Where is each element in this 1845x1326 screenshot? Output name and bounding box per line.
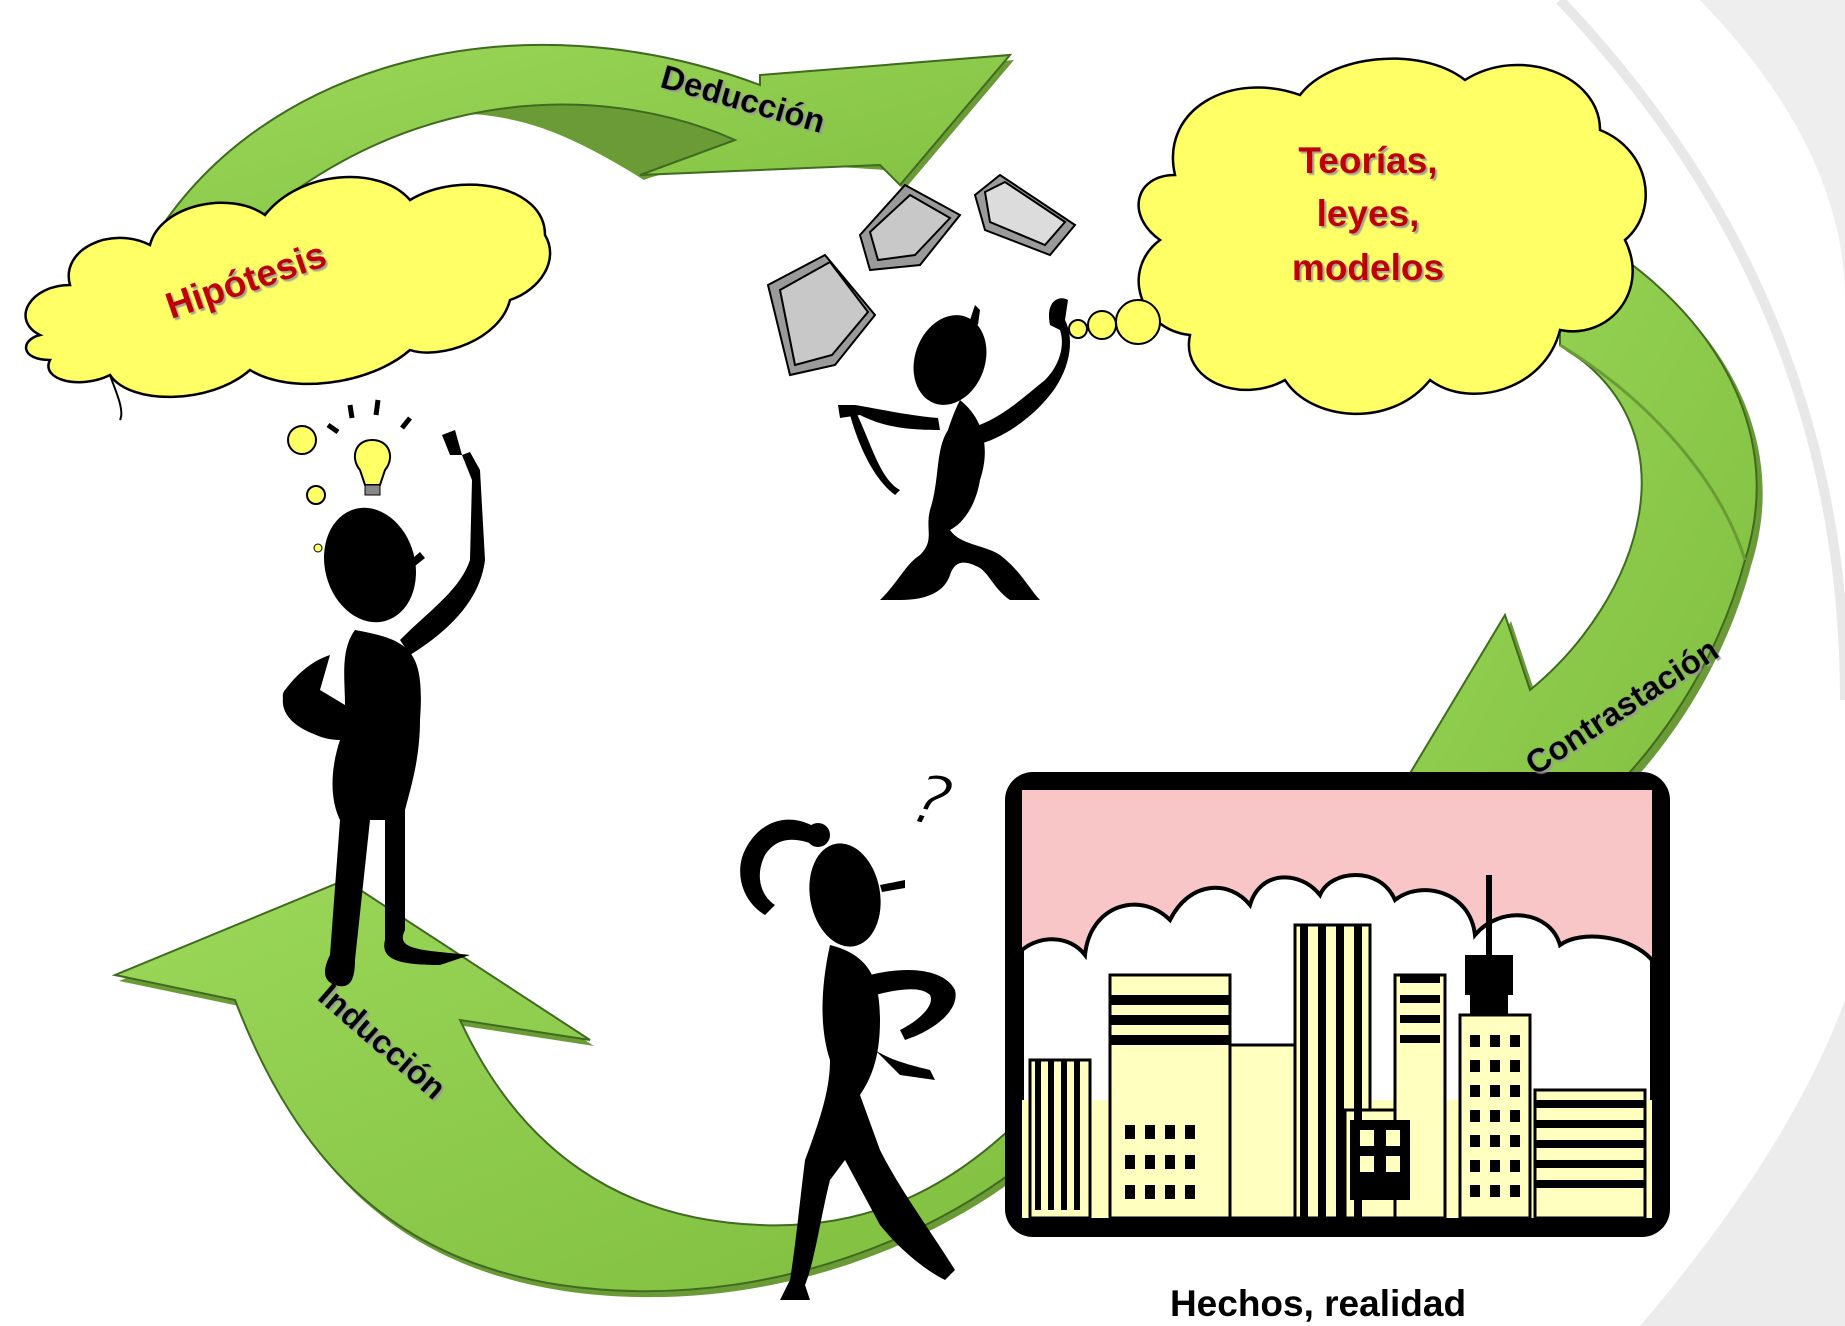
theories-label-line-3: modelos xyxy=(1292,247,1444,288)
svg-text:?: ? xyxy=(902,757,959,846)
contrast-arrow xyxy=(1383,218,1763,911)
theories-cloud xyxy=(1068,57,1647,415)
hypothesis-cloud xyxy=(24,175,552,421)
thinking-figure-left xyxy=(282,430,485,987)
facts-label: Hechos, realidad xyxy=(1170,1283,1466,1324)
confused-figure-top xyxy=(838,298,1070,600)
induction-arrow xyxy=(111,878,1104,1298)
question-mark-icon: ? xyxy=(901,756,960,847)
city-picture xyxy=(1005,772,1670,1237)
lightbulb-icon xyxy=(287,399,412,505)
background-arc xyxy=(1556,0,1845,1326)
scratching-figure-bottom xyxy=(740,819,956,1300)
theories-label-line-2: leyes, xyxy=(1317,193,1420,234)
theories-label-line-1: Teorías, xyxy=(1298,140,1437,181)
deduction-arrow xyxy=(148,44,1014,275)
papers-icon xyxy=(766,173,1077,377)
